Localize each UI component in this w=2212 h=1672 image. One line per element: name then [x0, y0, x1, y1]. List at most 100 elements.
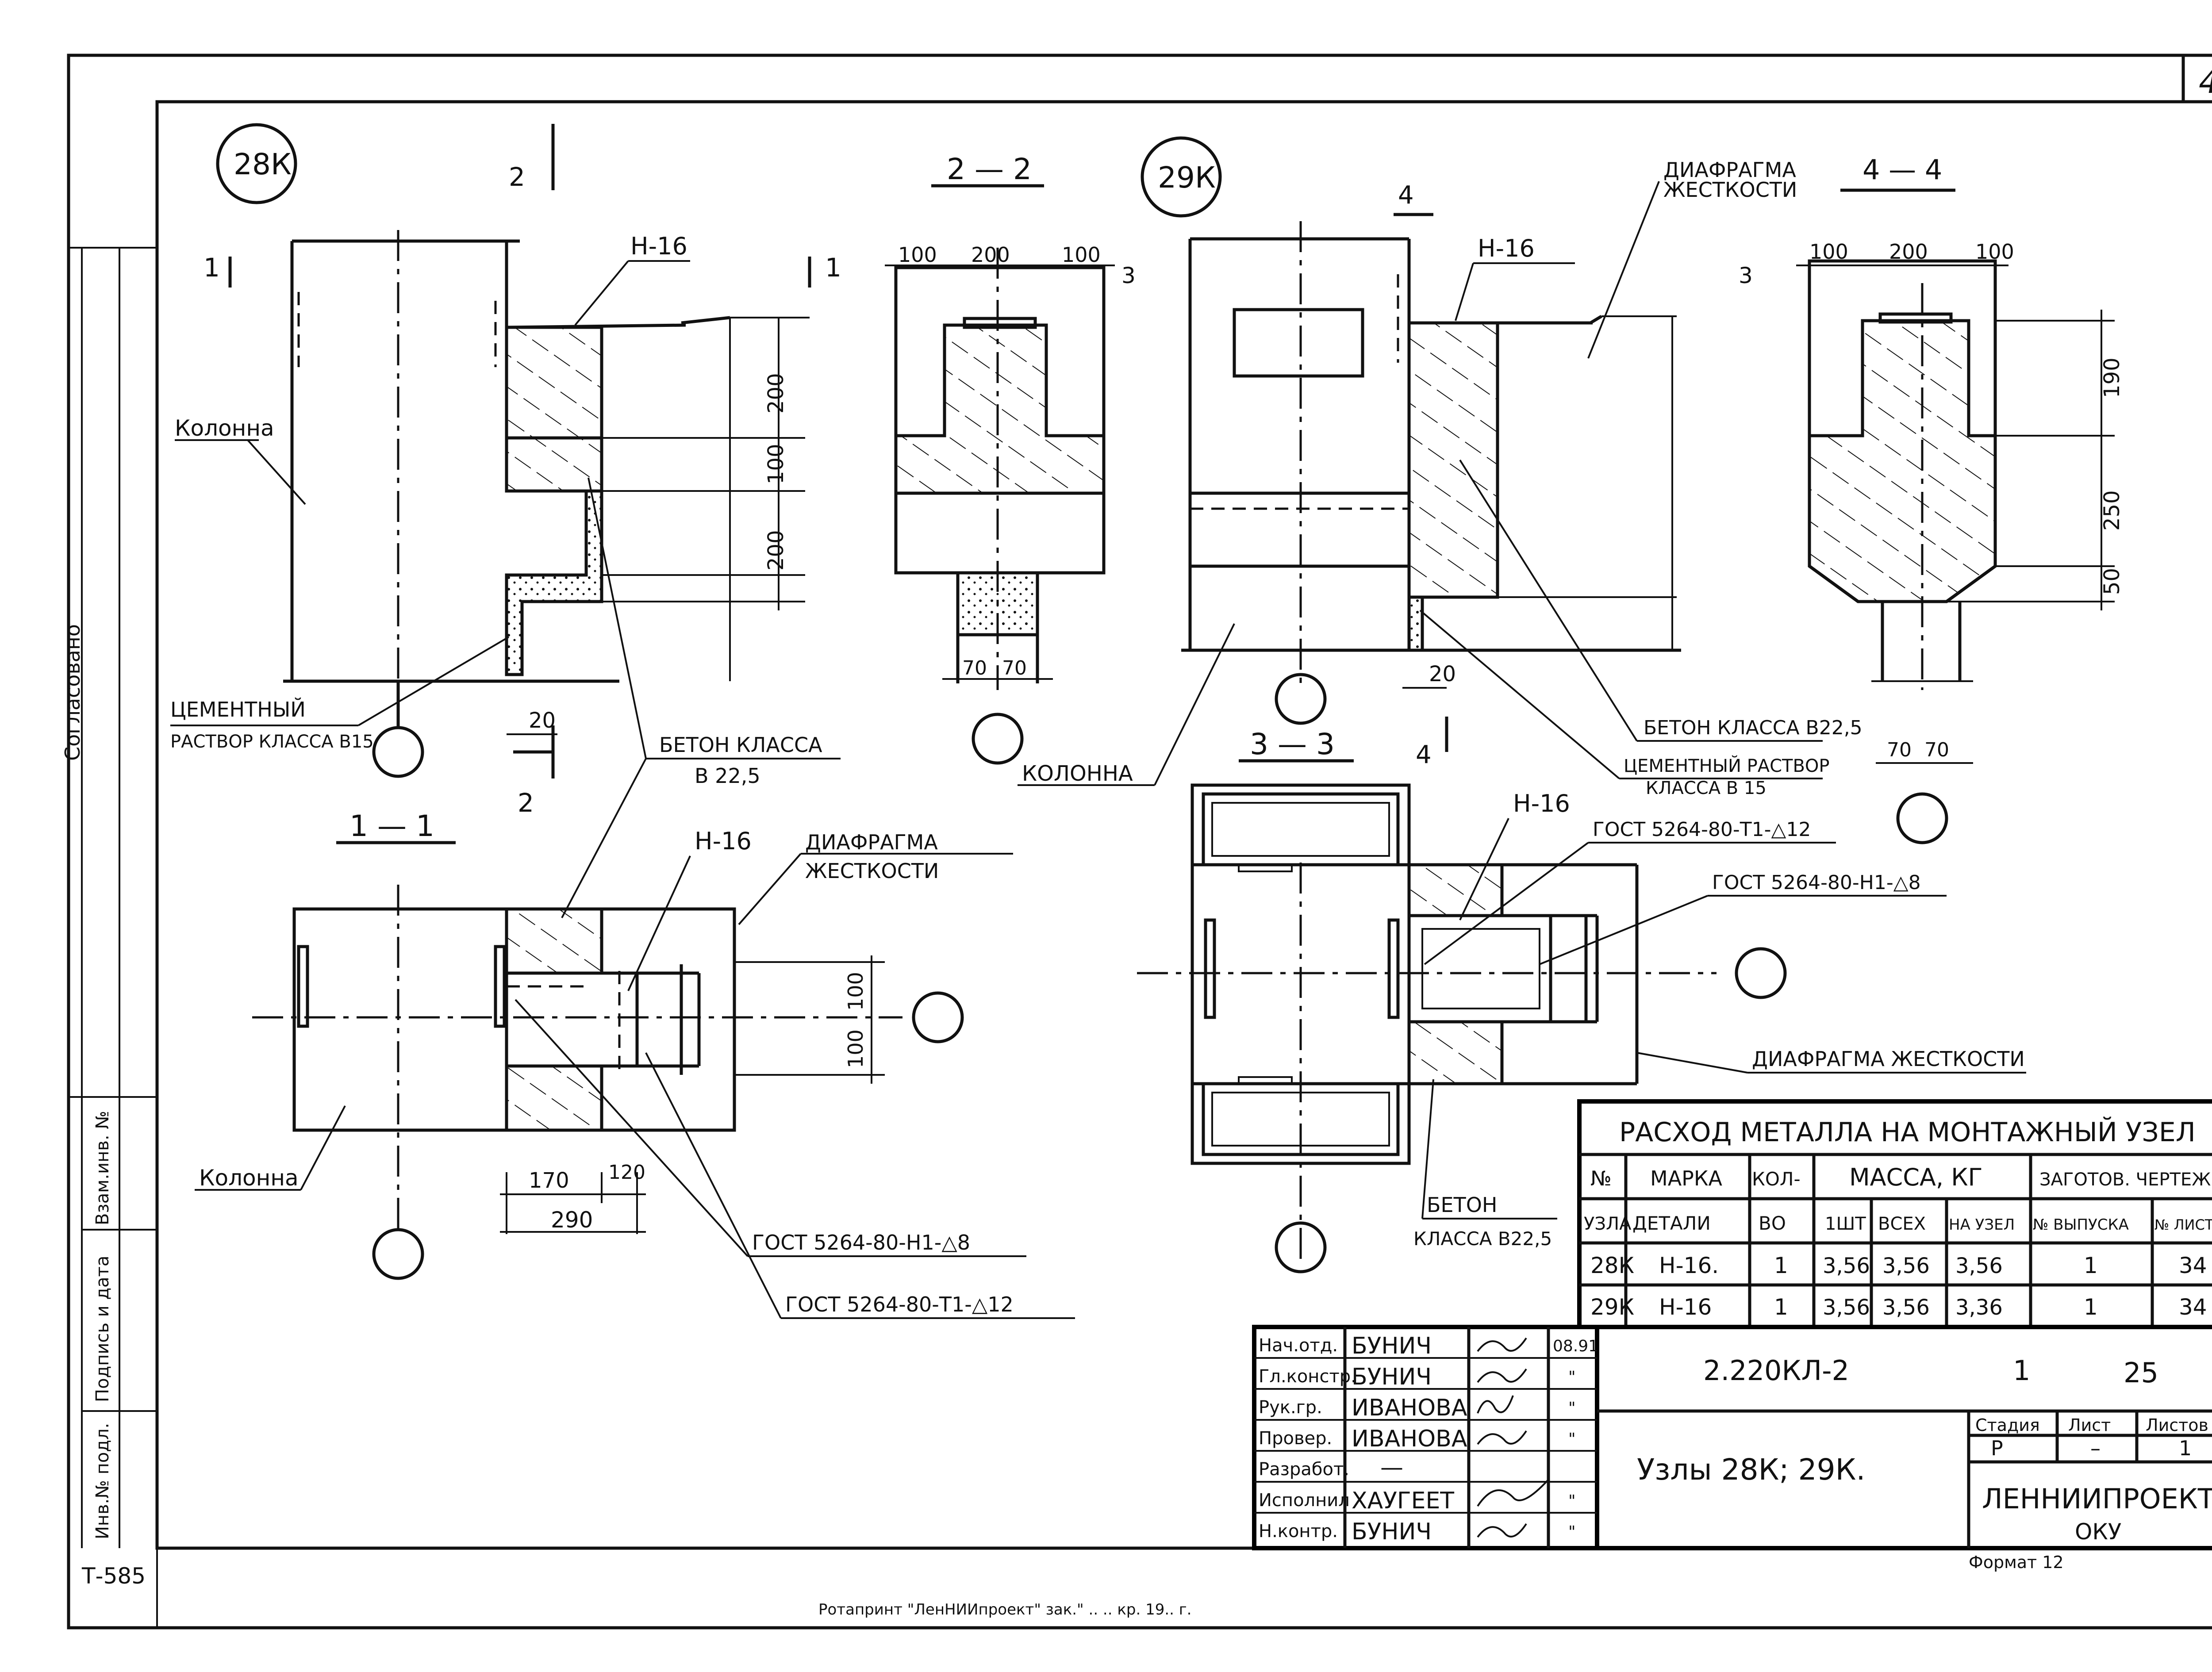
- dim-170: 170: [529, 1168, 569, 1193]
- role-5: Исполнил: [1259, 1490, 1350, 1511]
- section-4-4-title: 4 — 4: [1863, 153, 1942, 186]
- th-uzla: УЗЛА: [1584, 1214, 1632, 1234]
- th-1sht: 1ШТ: [1825, 1214, 1866, 1234]
- date-3: ": [1568, 1430, 1576, 1448]
- dim-70-44-b: 70: [1924, 739, 1949, 761]
- h16-label-28k: Н-16: [630, 232, 687, 260]
- column-label-29k: КОЛОННА: [1022, 761, 1133, 786]
- name-3: ИВАНОВА: [1352, 1426, 1467, 1452]
- dim-120: 120: [608, 1161, 645, 1184]
- role-3: Провер.: [1259, 1428, 1332, 1449]
- org-name: ЛЕННИИПРОЕКТ: [1982, 1483, 2212, 1515]
- concrete-label-29k: БЕТОН КЛАССА В22,5: [1644, 717, 1863, 739]
- dim-100-22-right: 100: [1062, 243, 1101, 267]
- h16-label-11: Н-16: [695, 827, 752, 855]
- section-1-1-title: 1 — 1: [349, 809, 434, 843]
- th-no: №: [1590, 1166, 1612, 1190]
- weld-h1-label-11: ГОСТ 5264-80-Н1-△8: [752, 1231, 970, 1254]
- stamp-inv-no: Инв.№ подл.: [92, 1423, 113, 1539]
- row1-1sht: 3,56: [1823, 1254, 1870, 1278]
- row2-marka: Н-16: [1659, 1294, 1712, 1320]
- list-header: Лист: [2068, 1415, 2111, 1435]
- section-2-2-title: 2 — 2: [947, 152, 1032, 186]
- stage-value: Р: [1991, 1436, 2003, 1460]
- sheet-frame: [67, 54, 2212, 1630]
- sheet-code: Т-585: [81, 1563, 146, 1589]
- node-29k-elevation: [1141, 136, 1681, 752]
- row2-uzel: 29К: [1590, 1294, 1634, 1320]
- role-0: Нач.отд.: [1259, 1335, 1338, 1356]
- cut-2-top: 2: [509, 162, 525, 192]
- column-label-28k: Колонна: [175, 415, 274, 441]
- list-value: –: [2090, 1436, 2101, 1460]
- dim-200-44: 200: [1889, 240, 1928, 264]
- section-3-3-title: 3 — 3: [1250, 727, 1335, 761]
- section-2-2: [885, 184, 1115, 765]
- row1-kol: 1: [1774, 1253, 1788, 1278]
- date-0: 08.91: [1553, 1337, 1598, 1355]
- dim-100-22-left: 100: [898, 243, 937, 267]
- row2-1sht: 3,56: [1823, 1295, 1870, 1320]
- node-29k-label: 29К: [1158, 161, 1216, 195]
- dim-100-44-left: 100: [1809, 240, 1848, 264]
- print-footer: Ротапринт "ЛенНИИпроект" зак." .. .. кр.…: [818, 1601, 1191, 1618]
- th-vo: ВО: [1759, 1212, 1786, 1234]
- th-nauzel: НА УЗЕЛ: [1949, 1216, 2015, 1234]
- th-zag: ЗАГОТОВ. ЧЕРТЕЖ: [2039, 1170, 2211, 1190]
- date-2: ": [1568, 1399, 1576, 1417]
- issue-number: 1: [2013, 1354, 2030, 1387]
- diaphragm-29k-l1: ДИАФРАГМА: [1663, 158, 1796, 182]
- stamp-replace-inv: Взам.инв. №: [92, 1111, 113, 1225]
- date-5: ": [1568, 1492, 1576, 1510]
- th-massa: МАССА, КГ: [1849, 1163, 1982, 1191]
- dim-100-44-right: 100: [1975, 240, 2014, 264]
- role-2: Рук.гр.: [1259, 1397, 1322, 1418]
- row2-kol: 1: [1774, 1294, 1788, 1320]
- name-4: —: [1380, 1454, 1403, 1481]
- row1-marka: Н-16.: [1659, 1253, 1719, 1278]
- dim-20-28k: 20: [529, 708, 556, 733]
- date-6: ": [1568, 1523, 1576, 1541]
- dim-100-a: 100: [764, 444, 788, 484]
- concrete-label-28k-l1: БЕТОН КЛАССА: [659, 733, 822, 757]
- row2-vyp: 1: [2084, 1294, 2098, 1320]
- row2-nauzel: 3,36: [1955, 1295, 2003, 1320]
- dim-190: 190: [2100, 357, 2124, 398]
- dim-200-b: 200: [764, 530, 788, 571]
- dim-70-22-a: 70: [962, 657, 987, 679]
- h16-label-29k: Н-16: [1478, 234, 1535, 262]
- approved-label: Согласовано: [61, 624, 84, 761]
- concrete-label-33-l1: БЕТОН: [1427, 1193, 1498, 1217]
- format-label: Формат 12: [1969, 1553, 2064, 1572]
- dim-200-22: 200: [971, 243, 1010, 267]
- diaphragm-11-l1: ДИАФРАГМА: [805, 830, 938, 854]
- dim-200-a: 200: [764, 373, 788, 414]
- section-1-1: [252, 841, 964, 1280]
- weld-t1-label-11: ГОСТ 5264-80-Т1-△12: [785, 1292, 1014, 1316]
- dim-70-22-b: 70: [1002, 657, 1027, 679]
- date-1: ": [1568, 1368, 1576, 1386]
- stage-header: Стадия: [1975, 1415, 2040, 1435]
- weld-h1-label-33: ГОСТ 5264-80-Н1-△8: [1712, 871, 1921, 894]
- cut-3-left: 3: [1121, 263, 1136, 288]
- diaphragm-29k-l2: ЖЕСТКОСТИ: [1663, 178, 1797, 202]
- dim-290: 290: [551, 1207, 593, 1233]
- h16-label-33: Н-16: [1513, 790, 1570, 817]
- cement-label-29k-l2: КЛАССА В 15: [1646, 778, 1767, 798]
- sheet-number: 41: [2199, 63, 2212, 100]
- sheets-header: Листов: [2146, 1415, 2208, 1435]
- row1-uzel: 28К: [1590, 1253, 1634, 1278]
- role-1: Гл.констр.: [1259, 1366, 1356, 1387]
- metal-table: [1577, 1099, 2212, 1329]
- concrete-label-28k-l2: В 22,5: [695, 764, 760, 788]
- row1-nauzel: 3,56: [1955, 1254, 2003, 1278]
- cut-2-bottom: 2: [518, 788, 534, 818]
- row1-vyp: 1: [2084, 1253, 2098, 1278]
- section-3-3: [1137, 759, 1787, 1273]
- dim-250: 250: [2100, 490, 2124, 531]
- row2-vseh: 3,56: [1882, 1295, 1930, 1320]
- th-kol: КОЛ-: [1752, 1168, 1801, 1190]
- concrete-label-33-l2: КЛАССА В22,5: [1413, 1228, 1552, 1250]
- dim-70-44-a: 70: [1887, 739, 1912, 761]
- sheets-value: 1: [2179, 1436, 2192, 1460]
